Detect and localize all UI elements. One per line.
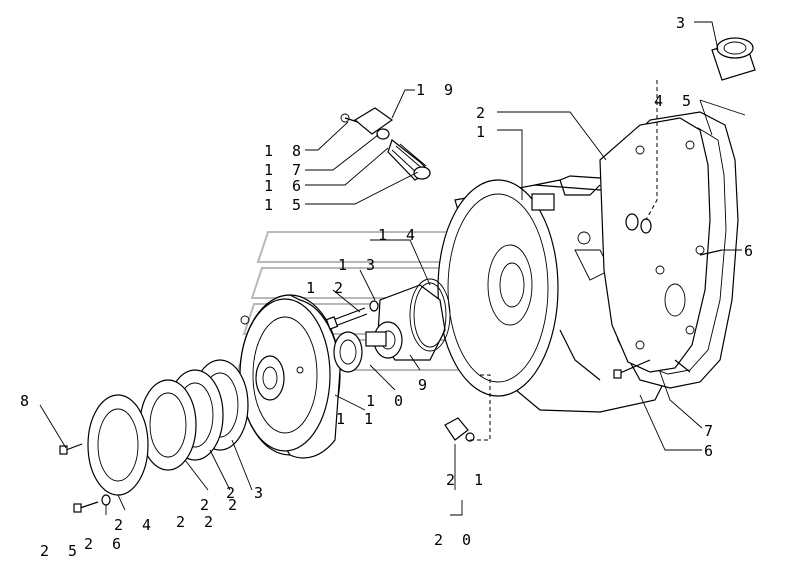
label-part-13: 1 3 (338, 256, 380, 274)
label-part-18: 1 8 (264, 142, 306, 160)
label-part-25: 2 5 (40, 542, 82, 560)
label-part-22-right: 2 2 (200, 496, 242, 514)
rear-cover (599, 111, 739, 389)
label-part-26: 2 6 (84, 535, 126, 553)
label-part-45: 4 5 (654, 92, 696, 110)
label-part-19: 1 9 (416, 81, 458, 99)
label-part-15: 1 5 (264, 196, 306, 214)
label-part-2: 2 (476, 104, 490, 122)
seal-part (333, 331, 363, 373)
bolt-part (325, 300, 379, 330)
cap-part (711, 37, 756, 81)
o-rings-part (625, 213, 652, 234)
label-part-24: 2 4 (114, 516, 156, 534)
label-part-10: 1 0 (366, 392, 408, 410)
label-part-23: 2 3 (226, 484, 268, 502)
label-part-20: 2 0 (434, 531, 476, 549)
retainer-plate (87, 394, 149, 496)
label-part-9: 9 (418, 376, 432, 394)
small-bolts (59, 443, 111, 513)
label-part-1: 1 (476, 123, 490, 141)
leader-lines (39, 21, 746, 516)
label-part-8: 8 (20, 392, 34, 410)
part-labels: 3 4 5 2 1 6 7 6 1 9 1 8 1 7 1 6 1 5 1 4 … (20, 14, 758, 560)
label-part-6-bottom: 6 (704, 442, 718, 460)
drain-plug (444, 417, 475, 442)
label-part-17: 1 7 (264, 161, 306, 179)
label-part-16: 1 6 (264, 177, 306, 195)
label-part-22-left: 2 2 (176, 513, 218, 531)
pump-part (365, 284, 446, 361)
clutch-plates (139, 359, 249, 471)
torque-converter (239, 294, 341, 459)
label-part-6-top: 6 (744, 242, 758, 260)
label-part-3: 3 (676, 14, 690, 32)
label-part-12: 1 2 (306, 279, 348, 297)
label-part-11: 1 1 (336, 410, 378, 428)
cover-bolts (613, 249, 723, 379)
label-part-14: 1 4 (378, 226, 420, 244)
filter-assembly (340, 107, 431, 181)
label-part-7: 7 (704, 422, 718, 440)
label-part-21: 2 1 (446, 471, 488, 489)
pump-gasket (409, 278, 451, 352)
